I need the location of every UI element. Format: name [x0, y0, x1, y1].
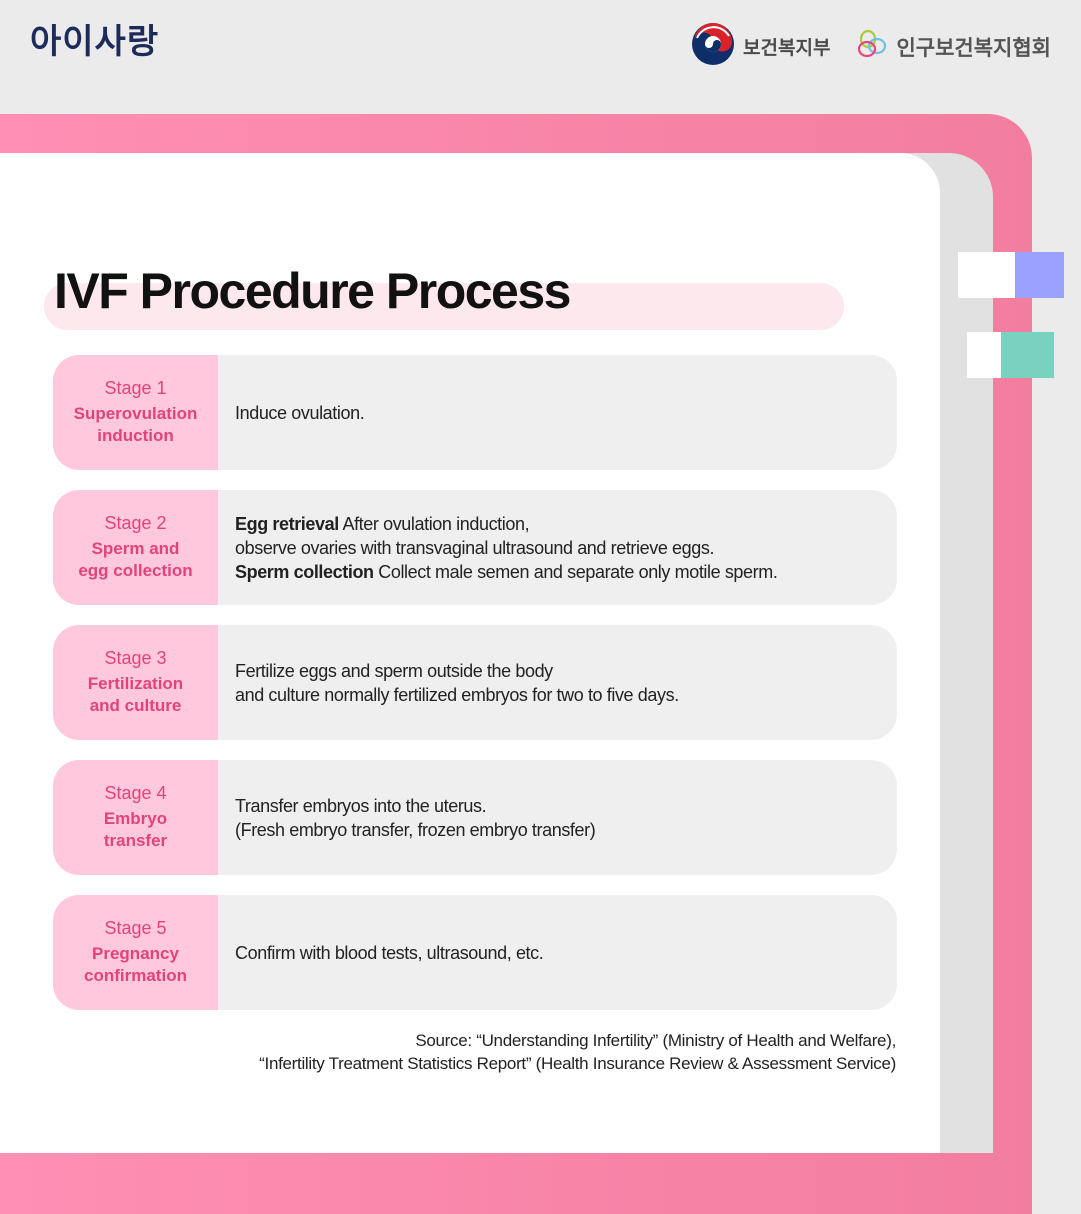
stage-description: Fertilize eggs and sperm outside the bod… [218, 625, 897, 740]
brand-logo: 아이사랑 [30, 22, 160, 62]
stage-label: Stage 5 Pregnancy confirmation [53, 895, 218, 1010]
description-line: Induce ovulation. [235, 401, 897, 425]
stage-label: Stage 3 Fertilization and culture [53, 625, 218, 740]
stage-label: Stage 2 Sperm and egg collection [53, 490, 218, 605]
stage-list: Stage 1 Superovulation induction Induce ov… [53, 355, 897, 1030]
description-text: observe ovaries with transvaginal ultras… [235, 537, 715, 558]
source-line-1: Source: “Understanding Infertility” (Min… [415, 1031, 896, 1050]
source-line-2: “Infertility Treatment Statistics Report… [259, 1054, 896, 1073]
description-line: observe ovaries with transvaginal ultras… [235, 536, 897, 560]
ppfk-logo-text: 인구보건복지협회 [896, 35, 1051, 60]
stage-description: Egg retrieval After ovulation induction,… [218, 490, 897, 605]
stage-row: Stage 5 Pregnancy confirmation Confirm wit… [53, 895, 897, 1010]
description-text: Induce ovulation. [235, 402, 365, 423]
description-line: Fertilize eggs and sperm outside the bod… [235, 659, 897, 683]
stage-row: Stage 2 Sperm and egg collection Egg retri… [53, 490, 897, 605]
description-text: Transfer embryos into the uterus. [235, 795, 487, 816]
stage-row: Stage 3 Fertilization and culture Fertiliz… [53, 625, 897, 740]
partner-logos: 보건복지부 인구보건복지협회 [691, 22, 1051, 71]
stage-number: Stage 1 [104, 378, 167, 398]
description-keyword: Egg retrieval [235, 513, 339, 534]
stage-name: Sperm and egg collection [78, 539, 193, 580]
stage-number: Stage 4 [104, 783, 167, 803]
mohw-logo-text: 보건복지부 [743, 37, 831, 59]
stage-name: Pregnancy confirmation [84, 944, 187, 985]
stage-row: Stage 1 Superovulation induction Induce ov… [53, 355, 897, 470]
page-title: IVF Procedure Process [54, 263, 571, 319]
side-tab-teal [967, 332, 1054, 378]
description-line: (Fresh embryo transfer, frozen embryo tr… [235, 818, 897, 842]
description-text: Confirm with blood tests, ultrasound, et… [235, 942, 544, 963]
description-line: Sperm collection Collect male semen and … [235, 560, 897, 584]
stage-row: Stage 4 Embryo transfer Transfer embryos i… [53, 760, 897, 875]
ppfk-logo: 인구보건복지협회 [856, 28, 1051, 65]
stage-number: Stage 5 [104, 918, 167, 938]
mohw-logo: 보건복지부 [691, 22, 830, 71]
stage-number: Stage 3 [104, 648, 167, 668]
ppfk-rings-icon [856, 28, 888, 65]
description-text: Fertilize eggs and sperm outside the bod… [235, 660, 553, 681]
stage-description: Induce ovulation. [218, 355, 897, 470]
description-line: and culture normally fertilized embryos … [235, 683, 897, 707]
description-text: (Fresh embryo transfer, frozen embryo tr… [235, 819, 596, 840]
stage-description: Transfer embryos into the uterus. (Fresh … [218, 760, 897, 875]
stage-name: Superovulation induction [73, 404, 198, 445]
stage-description: Confirm with blood tests, ultrasound, et… [218, 895, 897, 1010]
description-line: Confirm with blood tests, ultrasound, et… [235, 941, 897, 965]
korea-taegeuk-icon [691, 22, 735, 71]
stage-name: Embryo transfer [103, 809, 168, 850]
description-text: Collect male semen and separate only mot… [373, 561, 778, 582]
stage-name: Fertilization and culture [87, 674, 184, 715]
description-keyword: Sperm collection [235, 561, 374, 582]
stage-label: Stage 1 Superovulation induction [53, 355, 218, 470]
description-text: and culture normally fertilized embryos … [235, 684, 679, 705]
source-note: Source: “Understanding Infertility” (Min… [259, 1029, 896, 1075]
description-text: After ovulation induction, [338, 513, 530, 534]
description-line: Transfer embryos into the uterus. [235, 794, 897, 818]
title-highlight [44, 283, 844, 330]
stage-number: Stage 2 [104, 513, 167, 533]
stage-label: Stage 4 Embryo transfer [53, 760, 218, 875]
side-tab-blue [958, 252, 1064, 298]
description-line: Egg retrieval After ovulation induction, [235, 512, 897, 536]
